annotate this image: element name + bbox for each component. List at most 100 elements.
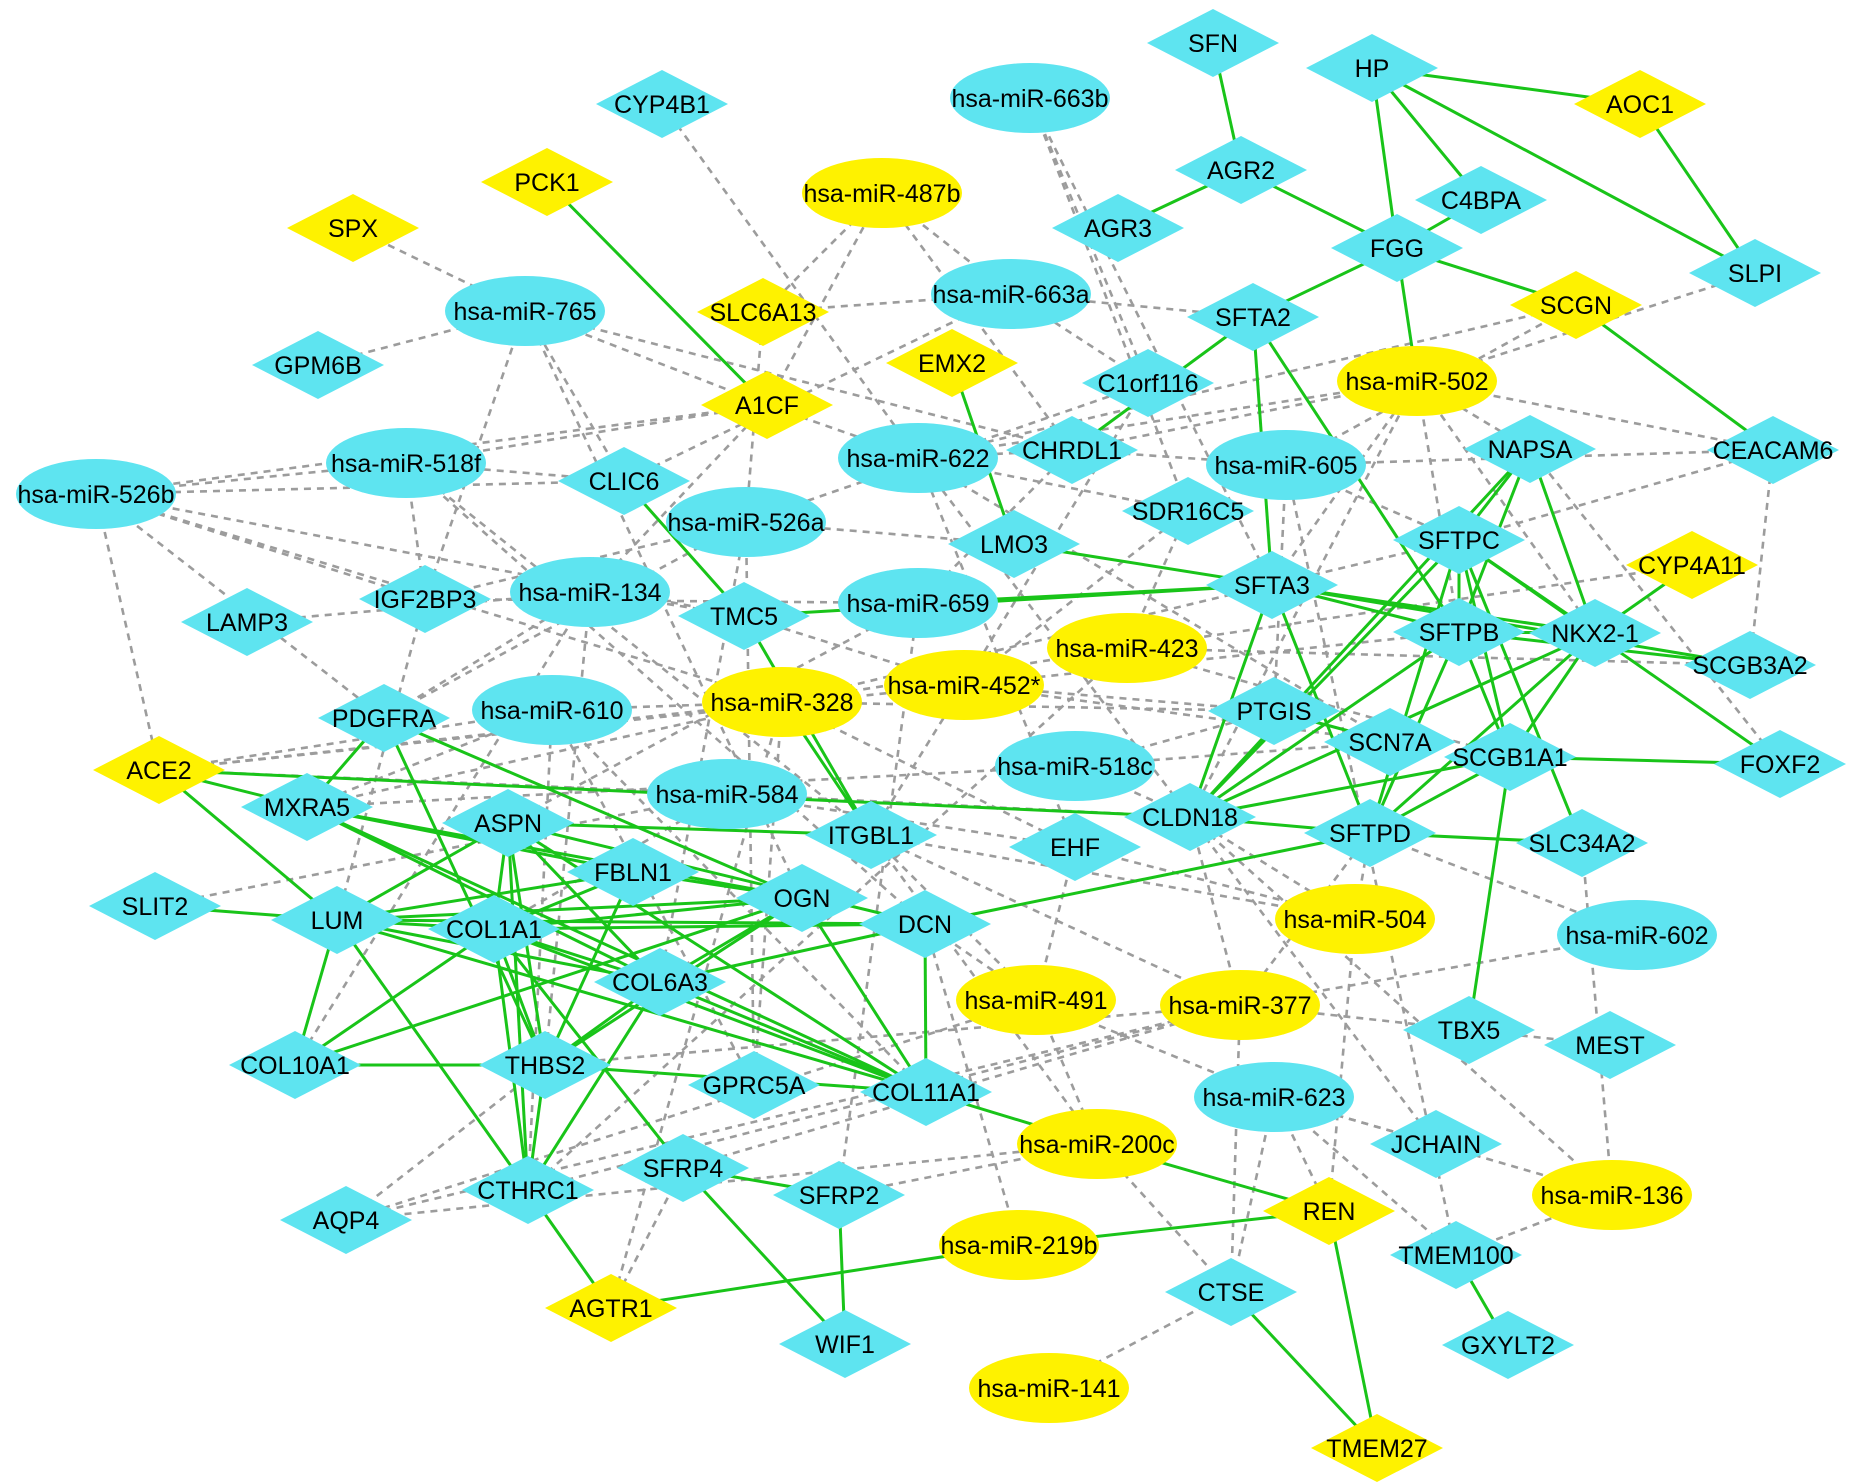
node-hsa-mir-605[interactable]: hsa-miR-605 <box>1206 430 1366 500</box>
node-hsa-mir-584[interactable]: hsa-miR-584 <box>647 759 807 829</box>
node-a1cf[interactable]: A1CF <box>701 371 833 439</box>
node-slit2[interactable]: SLIT2 <box>89 872 221 940</box>
node-ehf[interactable]: EHF <box>1009 813 1141 881</box>
node-tmem27[interactable]: TMEM27 <box>1311 1414 1443 1482</box>
node-ptgis[interactable]: PTGIS <box>1208 677 1340 745</box>
node-gxylt2[interactable]: GXYLT2 <box>1442 1311 1574 1379</box>
node-tmc5[interactable]: TMC5 <box>678 582 810 650</box>
node-hsa-mir-663b[interactable]: hsa-miR-663b <box>950 63 1110 133</box>
node-sdr16c5[interactable]: SDR16C5 <box>1122 477 1254 545</box>
node-hsa-mir-377[interactable]: hsa-miR-377 <box>1160 970 1320 1040</box>
node-hsa-mir-518f[interactable]: hsa-miR-518f <box>326 428 486 498</box>
node-hsa-mir-134[interactable]: hsa-miR-134 <box>510 557 670 627</box>
node-sfrp4[interactable]: SFRP4 <box>617 1134 749 1202</box>
node-dcn[interactable]: DCN <box>859 890 991 958</box>
node-tbx5[interactable]: TBX5 <box>1403 996 1535 1064</box>
node-sfrp2[interactable]: SFRP2 <box>773 1161 905 1229</box>
node-col10a1[interactable]: COL10A1 <box>229 1031 361 1099</box>
node-mest[interactable]: MEST <box>1544 1011 1676 1079</box>
node-slc6a13[interactable]: SLC6A13 <box>697 278 829 346</box>
node-itgbl1[interactable]: ITGBL1 <box>805 801 937 869</box>
node-wif1[interactable]: WIF1 <box>779 1310 911 1378</box>
node-sfn[interactable]: SFN <box>1147 9 1279 77</box>
node-gprc5a[interactable]: GPRC5A <box>688 1051 820 1119</box>
node-hsa-mir-423[interactable]: hsa-miR-423 <box>1047 613 1207 683</box>
node-hsa-mir-765[interactable]: hsa-miR-765 <box>445 276 605 346</box>
node-mxra5[interactable]: MXRA5 <box>241 773 373 841</box>
node-lum[interactable]: LUM <box>271 886 403 954</box>
node-hsa-mir-622[interactable]: hsa-miR-622 <box>838 423 998 493</box>
node-c1orf116[interactable]: C1orf116 <box>1082 349 1214 417</box>
node-thbs2[interactable]: THBS2 <box>479 1031 611 1099</box>
node-agr3[interactable]: AGR3 <box>1052 194 1184 262</box>
node-hsa-mir-610[interactable]: hsa-miR-610 <box>472 675 632 745</box>
node-fbln1[interactable]: FBLN1 <box>567 838 699 906</box>
node-col11a1[interactable]: COL11A1 <box>860 1058 992 1126</box>
node-hsa-mir-526b[interactable]: hsa-miR-526b <box>16 459 176 529</box>
node-aqp4[interactable]: AQP4 <box>280 1186 412 1254</box>
node-hsa-mir-219b[interactable]: hsa-miR-219b <box>939 1210 1099 1280</box>
node-spx[interactable]: SPX <box>287 194 419 262</box>
node-hsa-mir-328[interactable]: hsa-miR-328 <box>702 667 862 737</box>
node-slc34a2[interactable]: SLC34A2 <box>1516 809 1648 877</box>
node-lmo3[interactable]: LMO3 <box>948 510 1080 578</box>
node-scgb3a2[interactable]: SCGB3A2 <box>1684 631 1816 699</box>
node-scn7a[interactable]: SCN7A <box>1324 708 1456 776</box>
node-hsa-mir-141[interactable]: hsa-miR-141 <box>969 1353 1129 1423</box>
node-pdgfra[interactable]: PDGFRA <box>318 684 450 752</box>
edge-aoc1-slpi <box>1638 103 1757 274</box>
node-cyp4b1[interactable]: CYP4B1 <box>596 70 728 138</box>
node-hsa-mir-659[interactable]: hsa-miR-659 <box>838 568 998 638</box>
node-sfta2[interactable]: SFTA2 <box>1187 283 1319 351</box>
node-hsa-mir-663a[interactable]: hsa-miR-663a <box>931 259 1091 329</box>
node-foxf2[interactable]: FOXF2 <box>1714 730 1846 798</box>
node-hsa-mir-136[interactable]: hsa-miR-136 <box>1532 1160 1692 1230</box>
node-hsa-mir-491[interactable]: hsa-miR-491 <box>956 965 1116 1035</box>
node-lamp3[interactable]: LAMP3 <box>181 588 313 656</box>
node-igf2bp3[interactable]: IGF2BP3 <box>359 565 491 633</box>
node-fgg[interactable]: FGG <box>1331 214 1463 282</box>
node-jchain[interactable]: JCHAIN <box>1370 1110 1502 1178</box>
node-hsa-mir-452-star[interactable]: hsa-miR-452* <box>884 650 1044 720</box>
node-hsa-mir-487b[interactable]: hsa-miR-487b <box>802 158 962 228</box>
node-sfta3[interactable]: SFTA3 <box>1206 551 1338 619</box>
node-hsa-mir-623[interactable]: hsa-miR-623 <box>1194 1062 1354 1132</box>
node-nkx2-1[interactable]: NKX2-1 <box>1529 599 1661 667</box>
node-slpi[interactable]: SLPI <box>1689 239 1821 307</box>
node-col1a1[interactable]: COL1A1 <box>428 895 560 963</box>
node-chrdl1[interactable]: CHRDL1 <box>1006 416 1138 484</box>
node-aspn[interactable]: ASPN <box>442 789 574 857</box>
node-gpm6b[interactable]: GPM6B <box>252 331 384 399</box>
node-emx2[interactable]: EMX2 <box>886 329 1018 397</box>
node-aoc1[interactable]: AOC1 <box>1574 70 1706 138</box>
node-ogn[interactable]: OGN <box>736 864 868 932</box>
node-cyp4a11[interactable]: CYP4A11 <box>1626 531 1758 599</box>
node-c4bpa[interactable]: C4BPA <box>1415 166 1547 234</box>
node-col6a3[interactable]: COL6A3 <box>594 948 726 1016</box>
node-ren[interactable]: REN <box>1263 1177 1395 1245</box>
node-ctse[interactable]: CTSE <box>1165 1258 1297 1326</box>
node-hp[interactable]: HP <box>1306 34 1438 102</box>
node-hsa-mir-200c[interactable]: hsa-miR-200c <box>1017 1109 1177 1179</box>
node-scgb1a1[interactable]: SCGB1A1 <box>1444 723 1576 791</box>
node-cthrc1[interactable]: CTHRC1 <box>462 1156 594 1224</box>
node-agtr1[interactable]: AGTR1 <box>545 1274 677 1342</box>
node-tmem100[interactable]: TMEM100 <box>1390 1221 1522 1289</box>
node-hsa-mir-526a[interactable]: hsa-miR-526a <box>666 487 826 557</box>
node-pck1[interactable]: PCK1 <box>481 148 613 216</box>
node-hsa-mir-502[interactable]: hsa-miR-502 <box>1337 346 1497 416</box>
node-hsa-mir-504[interactable]: hsa-miR-504 <box>1275 884 1435 954</box>
node-hsa-mir-602[interactable]: hsa-miR-602 <box>1557 900 1717 970</box>
gene-diamond <box>1263 1177 1395 1245</box>
node-clic6[interactable]: CLIC6 <box>558 447 690 515</box>
node-sftpb[interactable]: SFTPB <box>1393 598 1525 666</box>
node-agr2[interactable]: AGR2 <box>1175 136 1307 204</box>
node-hsa-mir-518c[interactable]: hsa-miR-518c <box>995 731 1155 801</box>
node-napsa[interactable]: NAPSA <box>1464 415 1596 483</box>
node-scgn[interactable]: SCGN <box>1510 271 1642 339</box>
node-cldn18[interactable]: CLDN18 <box>1124 783 1256 851</box>
node-sftpc[interactable]: SFTPC <box>1393 506 1525 574</box>
node-ace2[interactable]: ACE2 <box>93 736 225 804</box>
node-ceacam6[interactable]: CEACAM6 <box>1707 416 1839 484</box>
node-sftpd[interactable]: SFTPD <box>1304 799 1436 867</box>
